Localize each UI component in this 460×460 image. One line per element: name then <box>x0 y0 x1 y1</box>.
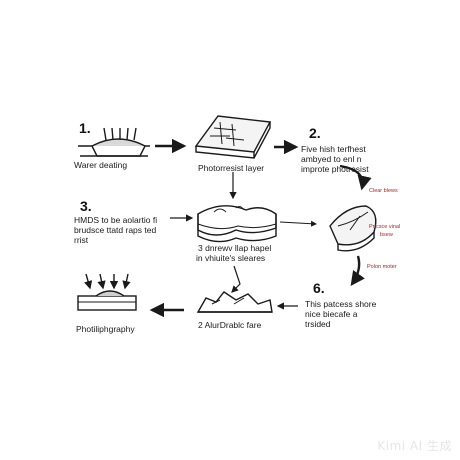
step-6-line-1: This patcess shore <box>305 299 377 309</box>
arrow-down-2 <box>231 265 241 293</box>
photolithography-icon <box>77 273 137 311</box>
annotation-clear-blews: Clear blews <box>369 188 398 194</box>
step-3-line-3: rrist <box>74 235 89 245</box>
block-caption-line-2: in vhiuite's sleares <box>196 253 266 263</box>
photoresist-label: Photorresist layer <box>198 163 265 173</box>
annotation-polon-moter: Polon moter <box>367 264 397 270</box>
arrow-curve-1 <box>339 164 372 191</box>
step-2-line-3: improte photresist <box>301 164 369 174</box>
step-5-label: 2 AlurDrablc fare <box>198 320 262 330</box>
step-3-line-2: brudsce ttatd raps ted <box>74 225 157 235</box>
step-1-number: 1. <box>79 120 91 136</box>
step-3-line-1: HMDS to be aolartio fi <box>74 215 158 225</box>
annotation-vinal: Prtcsce vinal <box>369 224 401 230</box>
step-6-line-2: nice biecafe a <box>305 309 358 319</box>
step-2-line-2: ambyed to enl n <box>301 154 362 164</box>
annotation-bsew: bsew <box>380 232 393 238</box>
block-caption-line-1: 3 dnrewv llap hapel <box>198 243 272 253</box>
step-2-number: 2. <box>309 125 321 141</box>
arrow-curve-2 <box>350 255 365 286</box>
step-2-line-1: Five hish terfhest <box>301 144 366 154</box>
step-6-number: 6. <box>313 280 325 296</box>
layered-block-icon <box>197 205 277 243</box>
photoresist-plate-icon <box>194 115 272 159</box>
arrow-4 <box>279 220 317 227</box>
watermark: Kimi AI 生成 <box>377 439 452 453</box>
step-4-label: Photiliphgraphy <box>76 324 135 334</box>
step-3-number: 3. <box>80 198 92 214</box>
cylinder-icon <box>329 205 377 252</box>
wafer-coating-icon <box>78 127 150 157</box>
step-1-label: Warer deating <box>74 160 128 170</box>
step-6-line-3: trsided <box>305 319 331 329</box>
rough-surface-icon <box>196 291 273 313</box>
